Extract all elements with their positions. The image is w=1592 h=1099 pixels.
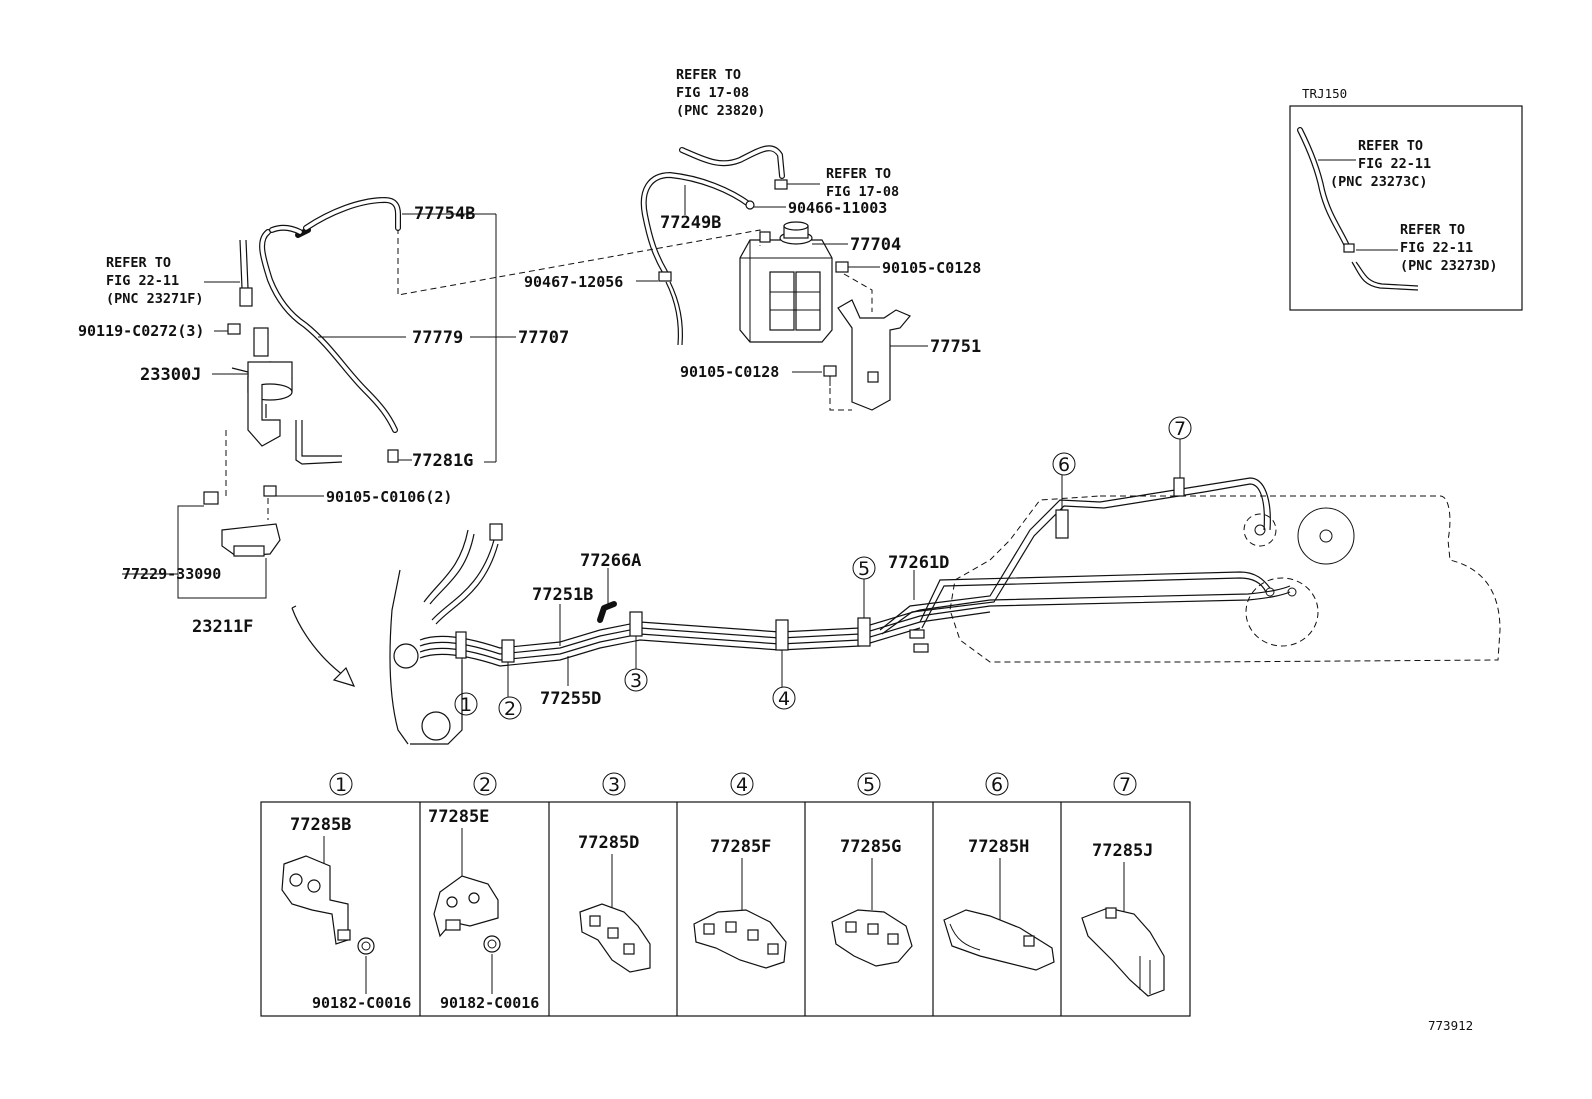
model-inset: TRJ150 REFER TO FIG 22-11 (PNC 23273C) R… <box>1289 86 1523 311</box>
inset-pipe <box>1351 261 1419 291</box>
svg-text:90182-C0016: 90182-C0016 <box>440 994 539 1012</box>
svg-text:6: 6 <box>1058 454 1070 476</box>
label-77754B: 77754B <box>414 204 475 224</box>
svg-text:7: 7 <box>1174 418 1186 440</box>
svg-text:2: 2 <box>479 774 491 796</box>
svg-text:77285H: 77285H <box>968 837 1029 857</box>
clamp-cell-6: 77285H <box>943 837 1055 971</box>
label-90119: 90119-C0272(3) <box>78 322 204 340</box>
ref-e: REFER TO FIG 22-11 (PNC 23273D) <box>1400 222 1498 274</box>
label-90105-c0128-top: 90105-C0128 <box>882 259 981 277</box>
bracket-23211F-leader <box>177 505 267 599</box>
model-code: TRJ150 <box>1302 86 1347 101</box>
clamp-cell-1: 77285B 90182-C0016 <box>281 815 411 1012</box>
leader-77754B <box>397 228 761 296</box>
svg-text:(PNC 23273D): (PNC 23273D) <box>1400 258 1498 274</box>
vsv-23300J <box>231 327 293 447</box>
svg-text:REFER TO: REFER TO <box>826 166 891 182</box>
svg-text:6: 6 <box>991 774 1003 796</box>
label-77251B: 77251B <box>532 585 593 605</box>
clamp-cell-3: 77285D <box>578 833 651 973</box>
label-77751: 77751 <box>930 337 981 357</box>
svg-text:5: 5 <box>863 774 875 796</box>
svg-text:7: 7 <box>1119 774 1131 796</box>
clip-90467 <box>658 271 672 282</box>
svg-text:4: 4 <box>736 774 748 796</box>
fuel-tank <box>949 495 1501 663</box>
svg-text:3: 3 <box>608 774 620 796</box>
inset-clip <box>1343 243 1355 253</box>
label-90105-c0128-bottom: 90105-C0128 <box>680 363 779 381</box>
svg-text:REFER TO: REFER TO <box>106 255 171 271</box>
svg-text:3: 3 <box>630 670 642 692</box>
svg-text:4: 4 <box>778 688 790 710</box>
label-23211F: 23211F <box>192 617 253 637</box>
svg-text:(PNC 23273C): (PNC 23273C) <box>1330 174 1428 190</box>
svg-text:90182-C0016: 90182-C0016 <box>312 994 411 1012</box>
clamp-table <box>260 801 1191 1017</box>
svg-text:1: 1 <box>460 694 472 716</box>
label-77229: 77229-33090 <box>122 565 221 583</box>
clamp-cell-2: 77285E 90182-C0016 <box>428 807 539 1012</box>
bolt-90119 <box>227 323 241 335</box>
svg-text:FIG 22-11: FIG 22-11 <box>1400 240 1473 256</box>
svg-text:(PNC 23271F): (PNC 23271F) <box>106 291 204 307</box>
label-77704: 77704 <box>850 235 901 255</box>
svg-text:REFER TO: REFER TO <box>1400 222 1465 238</box>
svg-text:FIG 22-11: FIG 22-11 <box>106 273 179 289</box>
label-77249B: 77249B <box>660 213 721 233</box>
svg-text:77285J: 77285J <box>1092 841 1153 861</box>
ref-d: REFER TO FIG 22-11 (PNC 23273C) <box>1330 138 1431 190</box>
label-90105-c0106: 90105-C0106(2) <box>326 488 452 506</box>
callouts-main: 1 2 3 4 5 6 7 <box>454 416 1192 720</box>
label-77707: 77707 <box>518 328 569 348</box>
connector-23271f <box>239 287 253 307</box>
svg-text:FIG 17-08: FIG 17-08 <box>676 85 749 101</box>
fuel-lines <box>389 477 1291 745</box>
svg-text:77285B: 77285B <box>290 815 351 835</box>
bolt-90105-c0128-bottom <box>792 365 837 386</box>
clamp-cell-5: 77285G <box>831 837 913 967</box>
clip-top <box>774 179 788 190</box>
label-90466: 90466-11003 <box>788 199 887 217</box>
clamp-table-headers: 1 2 3 4 5 6 7 <box>329 772 1137 796</box>
clamp-cell-7: 77285J <box>1081 841 1165 997</box>
svg-text:REFER TO: REFER TO <box>676 67 741 83</box>
label-23300J: 23300J <box>140 365 201 385</box>
bolt-90105-c0128-top <box>835 261 880 273</box>
direction-arrow <box>291 607 351 681</box>
svg-text:77285G: 77285G <box>840 837 901 857</box>
svg-text:FIG 17-08: FIG 17-08 <box>826 184 899 200</box>
label-77266A: 77266A <box>580 551 641 571</box>
ref-b: REFER TO FIG 17-08 <box>826 166 899 200</box>
bracket-77751 <box>837 299 928 411</box>
label-77261D: 77261D <box>888 553 949 573</box>
svg-text:5: 5 <box>858 558 870 580</box>
pipe-to-canister <box>665 281 680 346</box>
charcoal-canister <box>739 221 833 343</box>
ref-a: REFER TO FIG 17-08 (PNC 23820) <box>676 67 765 119</box>
label-77281G: 77281G <box>412 451 473 471</box>
svg-text:FIG 22-11: FIG 22-11 <box>1358 156 1431 172</box>
svg-text:77285E: 77285E <box>428 807 489 827</box>
label-77255D: 77255D <box>540 689 601 709</box>
svg-text:REFER TO: REFER TO <box>1358 138 1423 154</box>
bracket-23211F <box>203 485 281 557</box>
figure-number: 773912 <box>1428 1018 1473 1033</box>
svg-text:(PNC 23820): (PNC 23820) <box>676 103 765 119</box>
clamp-cell-4: 77285F <box>693 837 787 969</box>
svg-text:77285F: 77285F <box>710 837 771 857</box>
clamp-90466 <box>745 200 755 210</box>
svg-text:2: 2 <box>504 698 516 720</box>
svg-text:1: 1 <box>335 774 347 796</box>
label-77779: 77779 <box>412 328 463 348</box>
ref-c: REFER TO FIG 22-11 (PNC 23271F) <box>106 255 204 307</box>
clip-77281G <box>387 449 399 463</box>
inset-frame <box>1289 105 1523 311</box>
label-90467: 90467-12056 <box>524 273 623 291</box>
svg-text:77285D: 77285D <box>578 833 639 853</box>
